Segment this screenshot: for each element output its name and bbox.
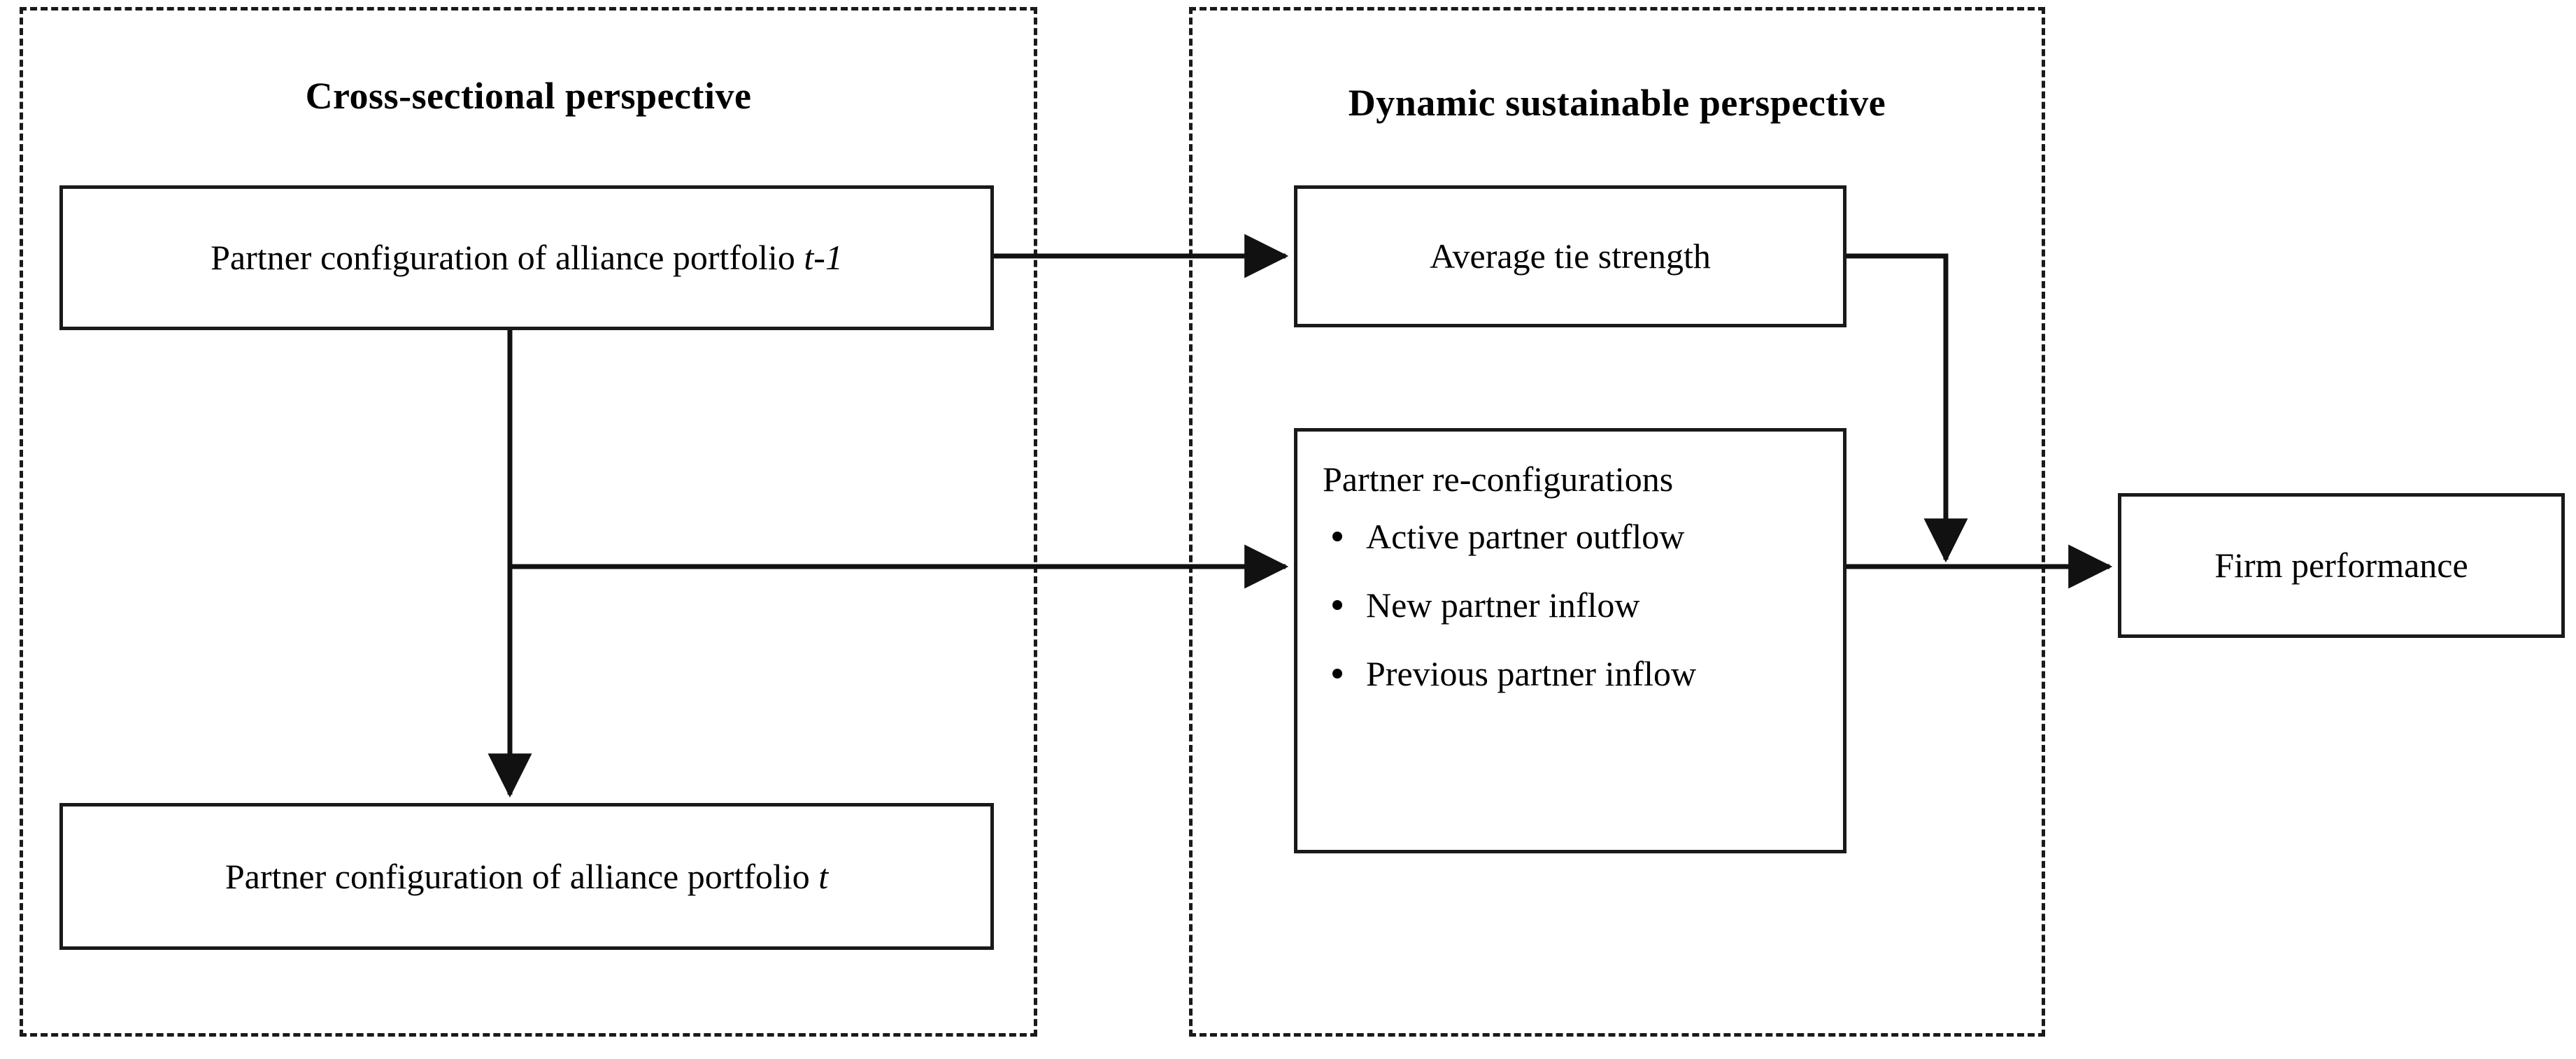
list-item: Previous partner inflow — [1323, 653, 1843, 695]
node-partner-reconfigurations[interactable]: Partner re-configurations Active partner… — [1294, 428, 1846, 853]
panel-dynamic-sustainable — [1189, 7, 2045, 1037]
node-firm-performance-label: Firm performance — [2214, 546, 2468, 585]
node-partner-config-t-minus-1[interactable]: Partner configuration of alliance portfo… — [59, 185, 994, 330]
bullet-dot-icon — [1332, 532, 1342, 541]
partner-reconfigurations-list: Active partner outflow New partner inflo… — [1323, 516, 1843, 695]
list-item-label: Previous partner inflow — [1366, 654, 1697, 693]
panel-dynamic-sustainable-title: Dynamic sustainable perspective — [1348, 82, 1886, 124]
node-partner-config-t-label: Partner configuration of alliance portfo… — [225, 856, 829, 896]
bullet-dot-icon — [1332, 600, 1342, 610]
list-item-label: Active partner outflow — [1366, 517, 1685, 556]
bullet-dot-icon — [1332, 669, 1342, 678]
panel-cross-sectional-title: Cross-sectional perspective — [305, 75, 752, 117]
node-partner-config-t[interactable]: Partner configuration of alliance portfo… — [59, 803, 994, 950]
list-item-label: New partner inflow — [1366, 585, 1640, 625]
node-average-tie-strength[interactable]: Average tie strength — [1294, 185, 1846, 327]
node-firm-performance[interactable]: Firm performance — [2118, 493, 2565, 638]
node-partner-reconfigurations-title: Partner re-configurations — [1323, 460, 1674, 499]
list-item: New partner inflow — [1323, 584, 1843, 626]
panel-cross-sectional — [20, 7, 1037, 1037]
node-partner-config-t-minus-1-label: Partner configuration of alliance portfo… — [211, 238, 843, 278]
list-item: Active partner outflow — [1323, 516, 1843, 557]
node-average-tie-strength-label: Average tie strength — [1430, 236, 1711, 276]
